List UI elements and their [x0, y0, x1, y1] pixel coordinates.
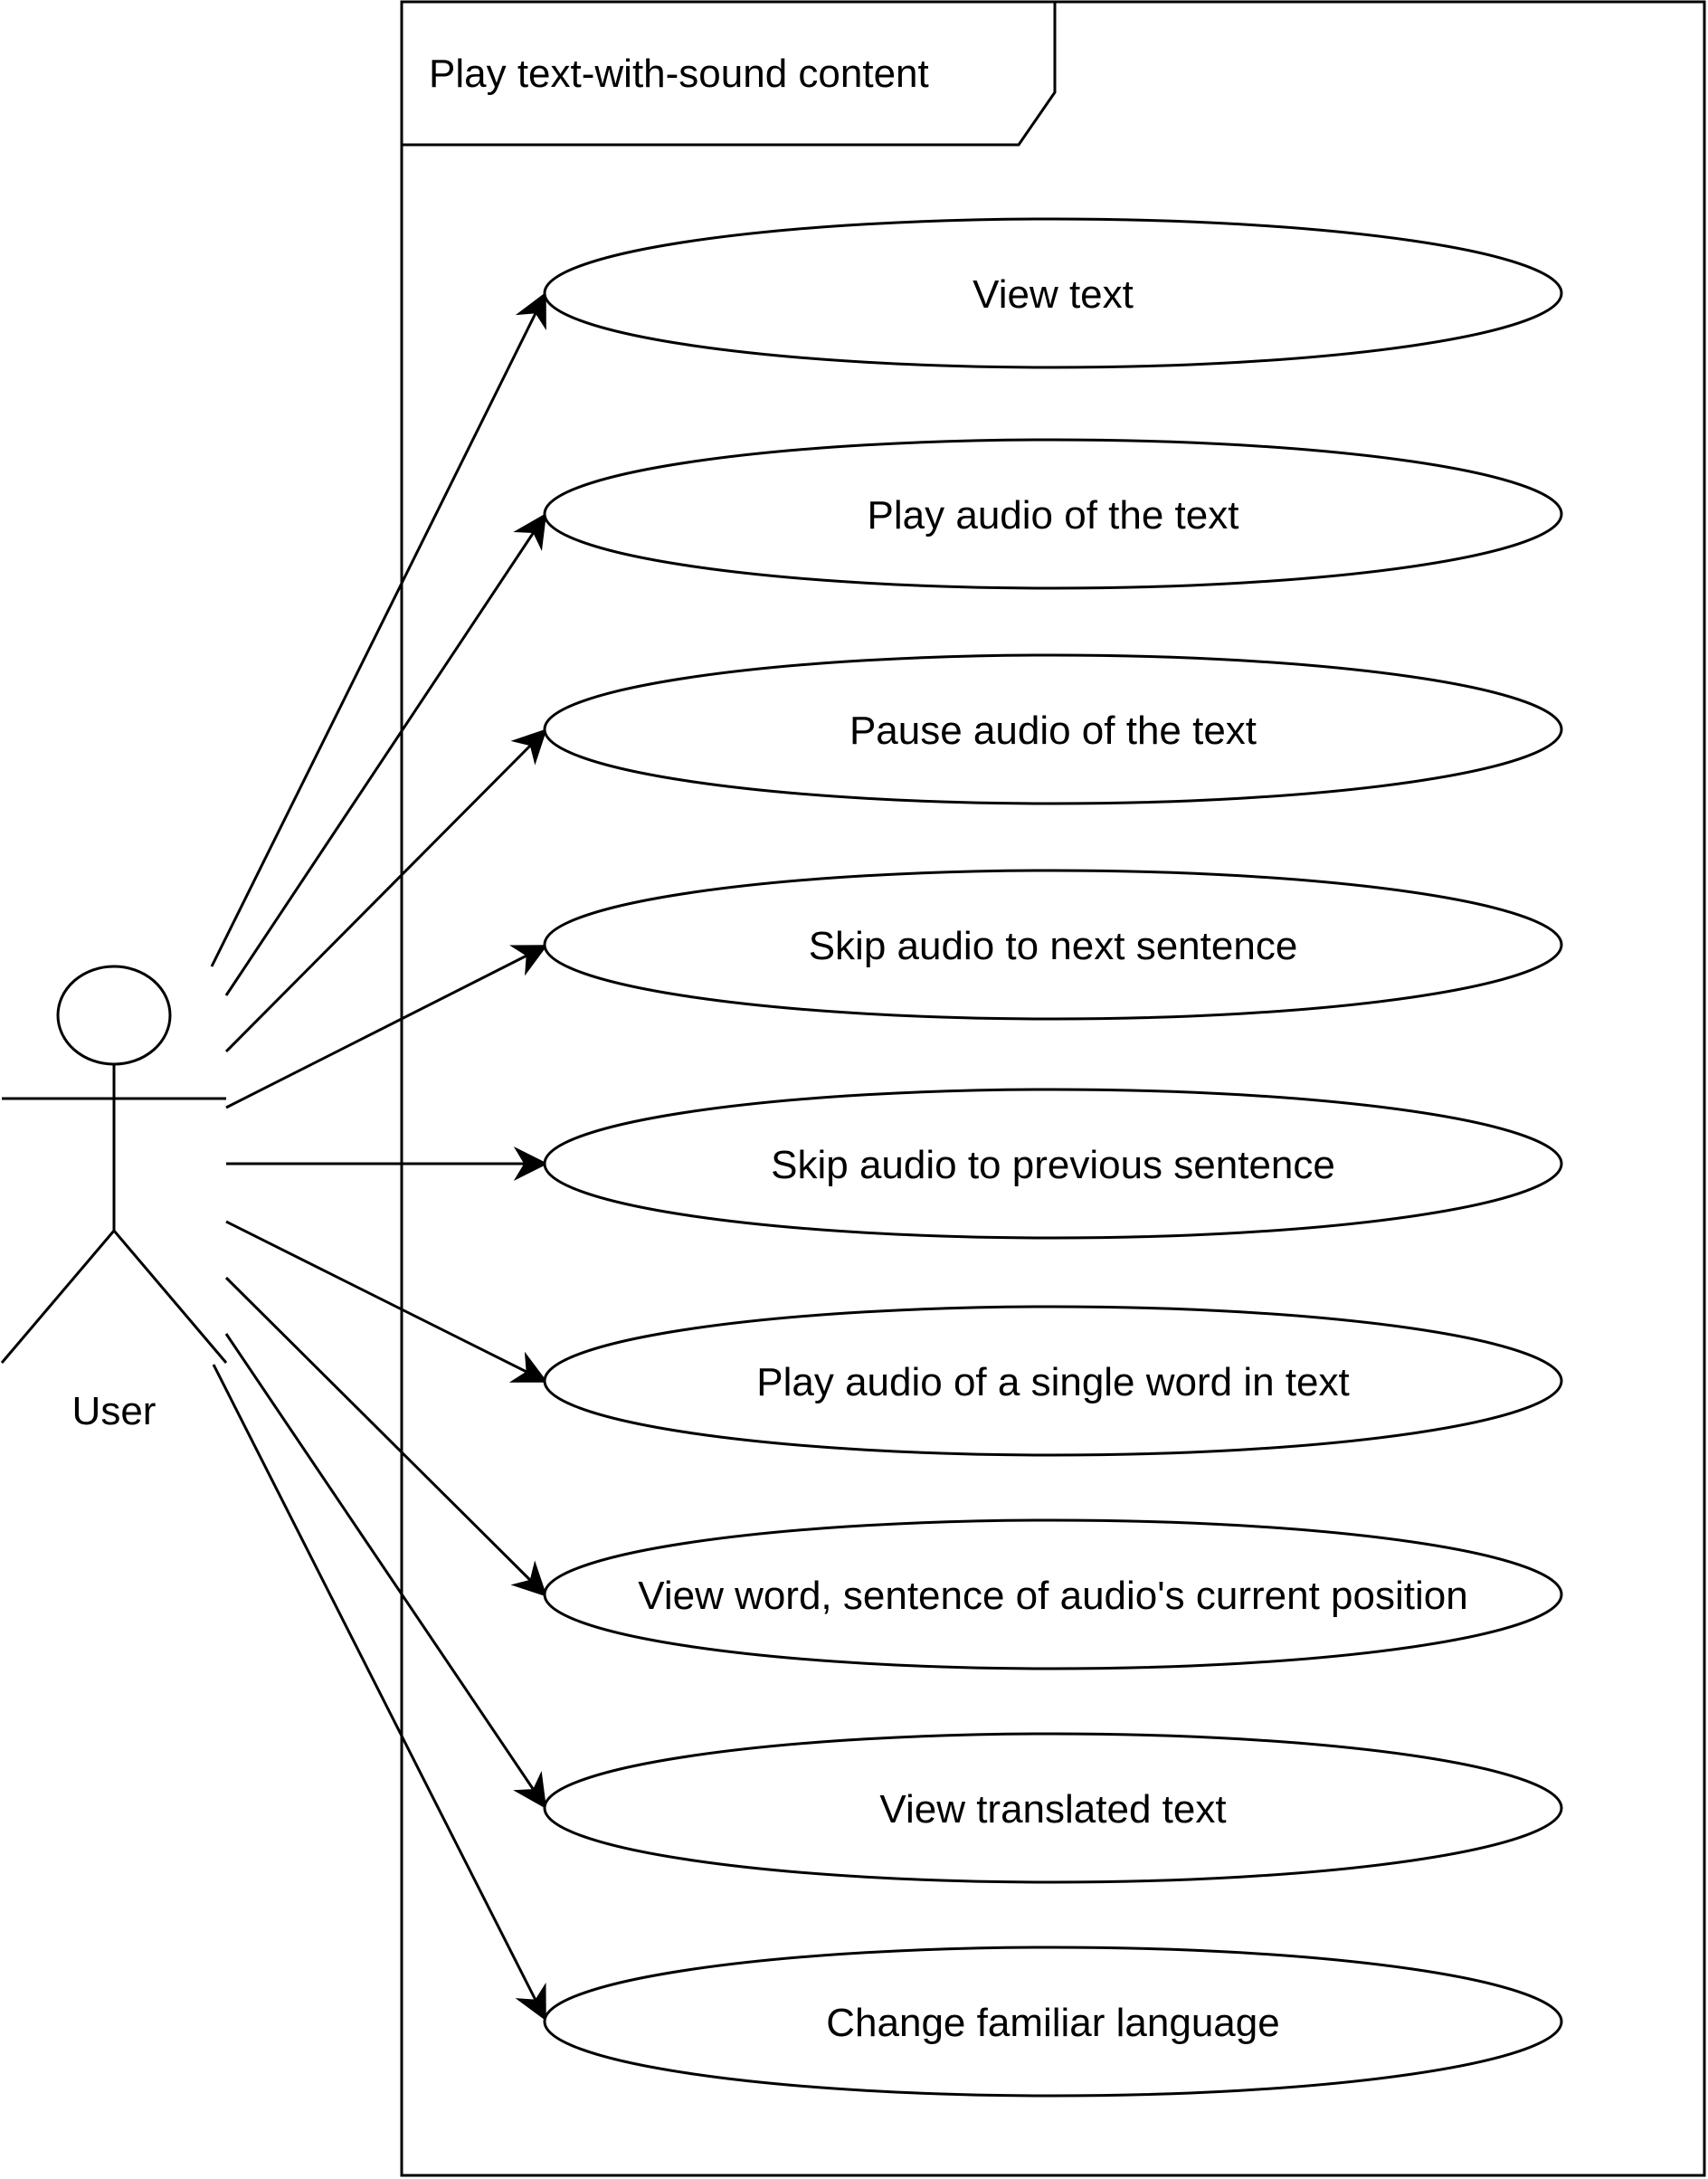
- actor-user: User: [0, 965, 228, 1433]
- association-view-current-position: [224, 1276, 547, 1597]
- use-case-label: Play audio of a single word in text: [756, 1360, 1350, 1404]
- association-pause-audio: [224, 728, 547, 1053]
- use-case-view-current-position: View word, sentence of audio's current p…: [543, 1518, 1563, 1670]
- system-boundary-title: Play text-with-sound content: [429, 52, 929, 96]
- use-case-label: Skip audio to previous sentence: [771, 1143, 1335, 1187]
- use-case-skip-next: Skip audio to next sentence: [543, 869, 1563, 1021]
- use-case-skip-previous: Skip audio to previous sentence: [543, 1088, 1563, 1240]
- association-skip-next: [225, 945, 548, 1109]
- associations: [210, 291, 548, 2022]
- stick-figure-actor-icon: [0, 965, 228, 1364]
- association-play-audio: [224, 512, 547, 996]
- use-case-view-translated: View translated text: [543, 1732, 1563, 1884]
- association-change-language: [212, 1364, 546, 2022]
- actor-label: User: [72, 1389, 157, 1433]
- use-case-label: Change familiar language: [826, 2001, 1279, 2045]
- association-view-translated: [224, 1333, 547, 1810]
- association-play-single-word: [225, 1220, 548, 1383]
- use-case-label: View word, sentence of audio's current p…: [638, 1574, 1467, 1618]
- use-case-change-language: Change familiar language: [543, 1946, 1563, 2098]
- use-case-label: Skip audio to next sentence: [809, 924, 1298, 968]
- use-case-label: Play audio of the text: [868, 493, 1239, 538]
- use-case-play-audio: Play audio of the text: [543, 438, 1563, 590]
- use-case-label: View translated text: [879, 1787, 1226, 1832]
- use-case-label: Pause audio of the text: [849, 709, 1257, 753]
- use-case-label: View text: [973, 272, 1134, 317]
- use-case-play-single-word: Play audio of a single word in text: [543, 1305, 1563, 1457]
- use-case-pause-audio: Pause audio of the text: [543, 653, 1563, 805]
- system-boundary-title-tab: [402, 0, 1057, 147]
- association-view-text: [210, 291, 546, 967]
- use-case-view-text: View text: [543, 217, 1563, 369]
